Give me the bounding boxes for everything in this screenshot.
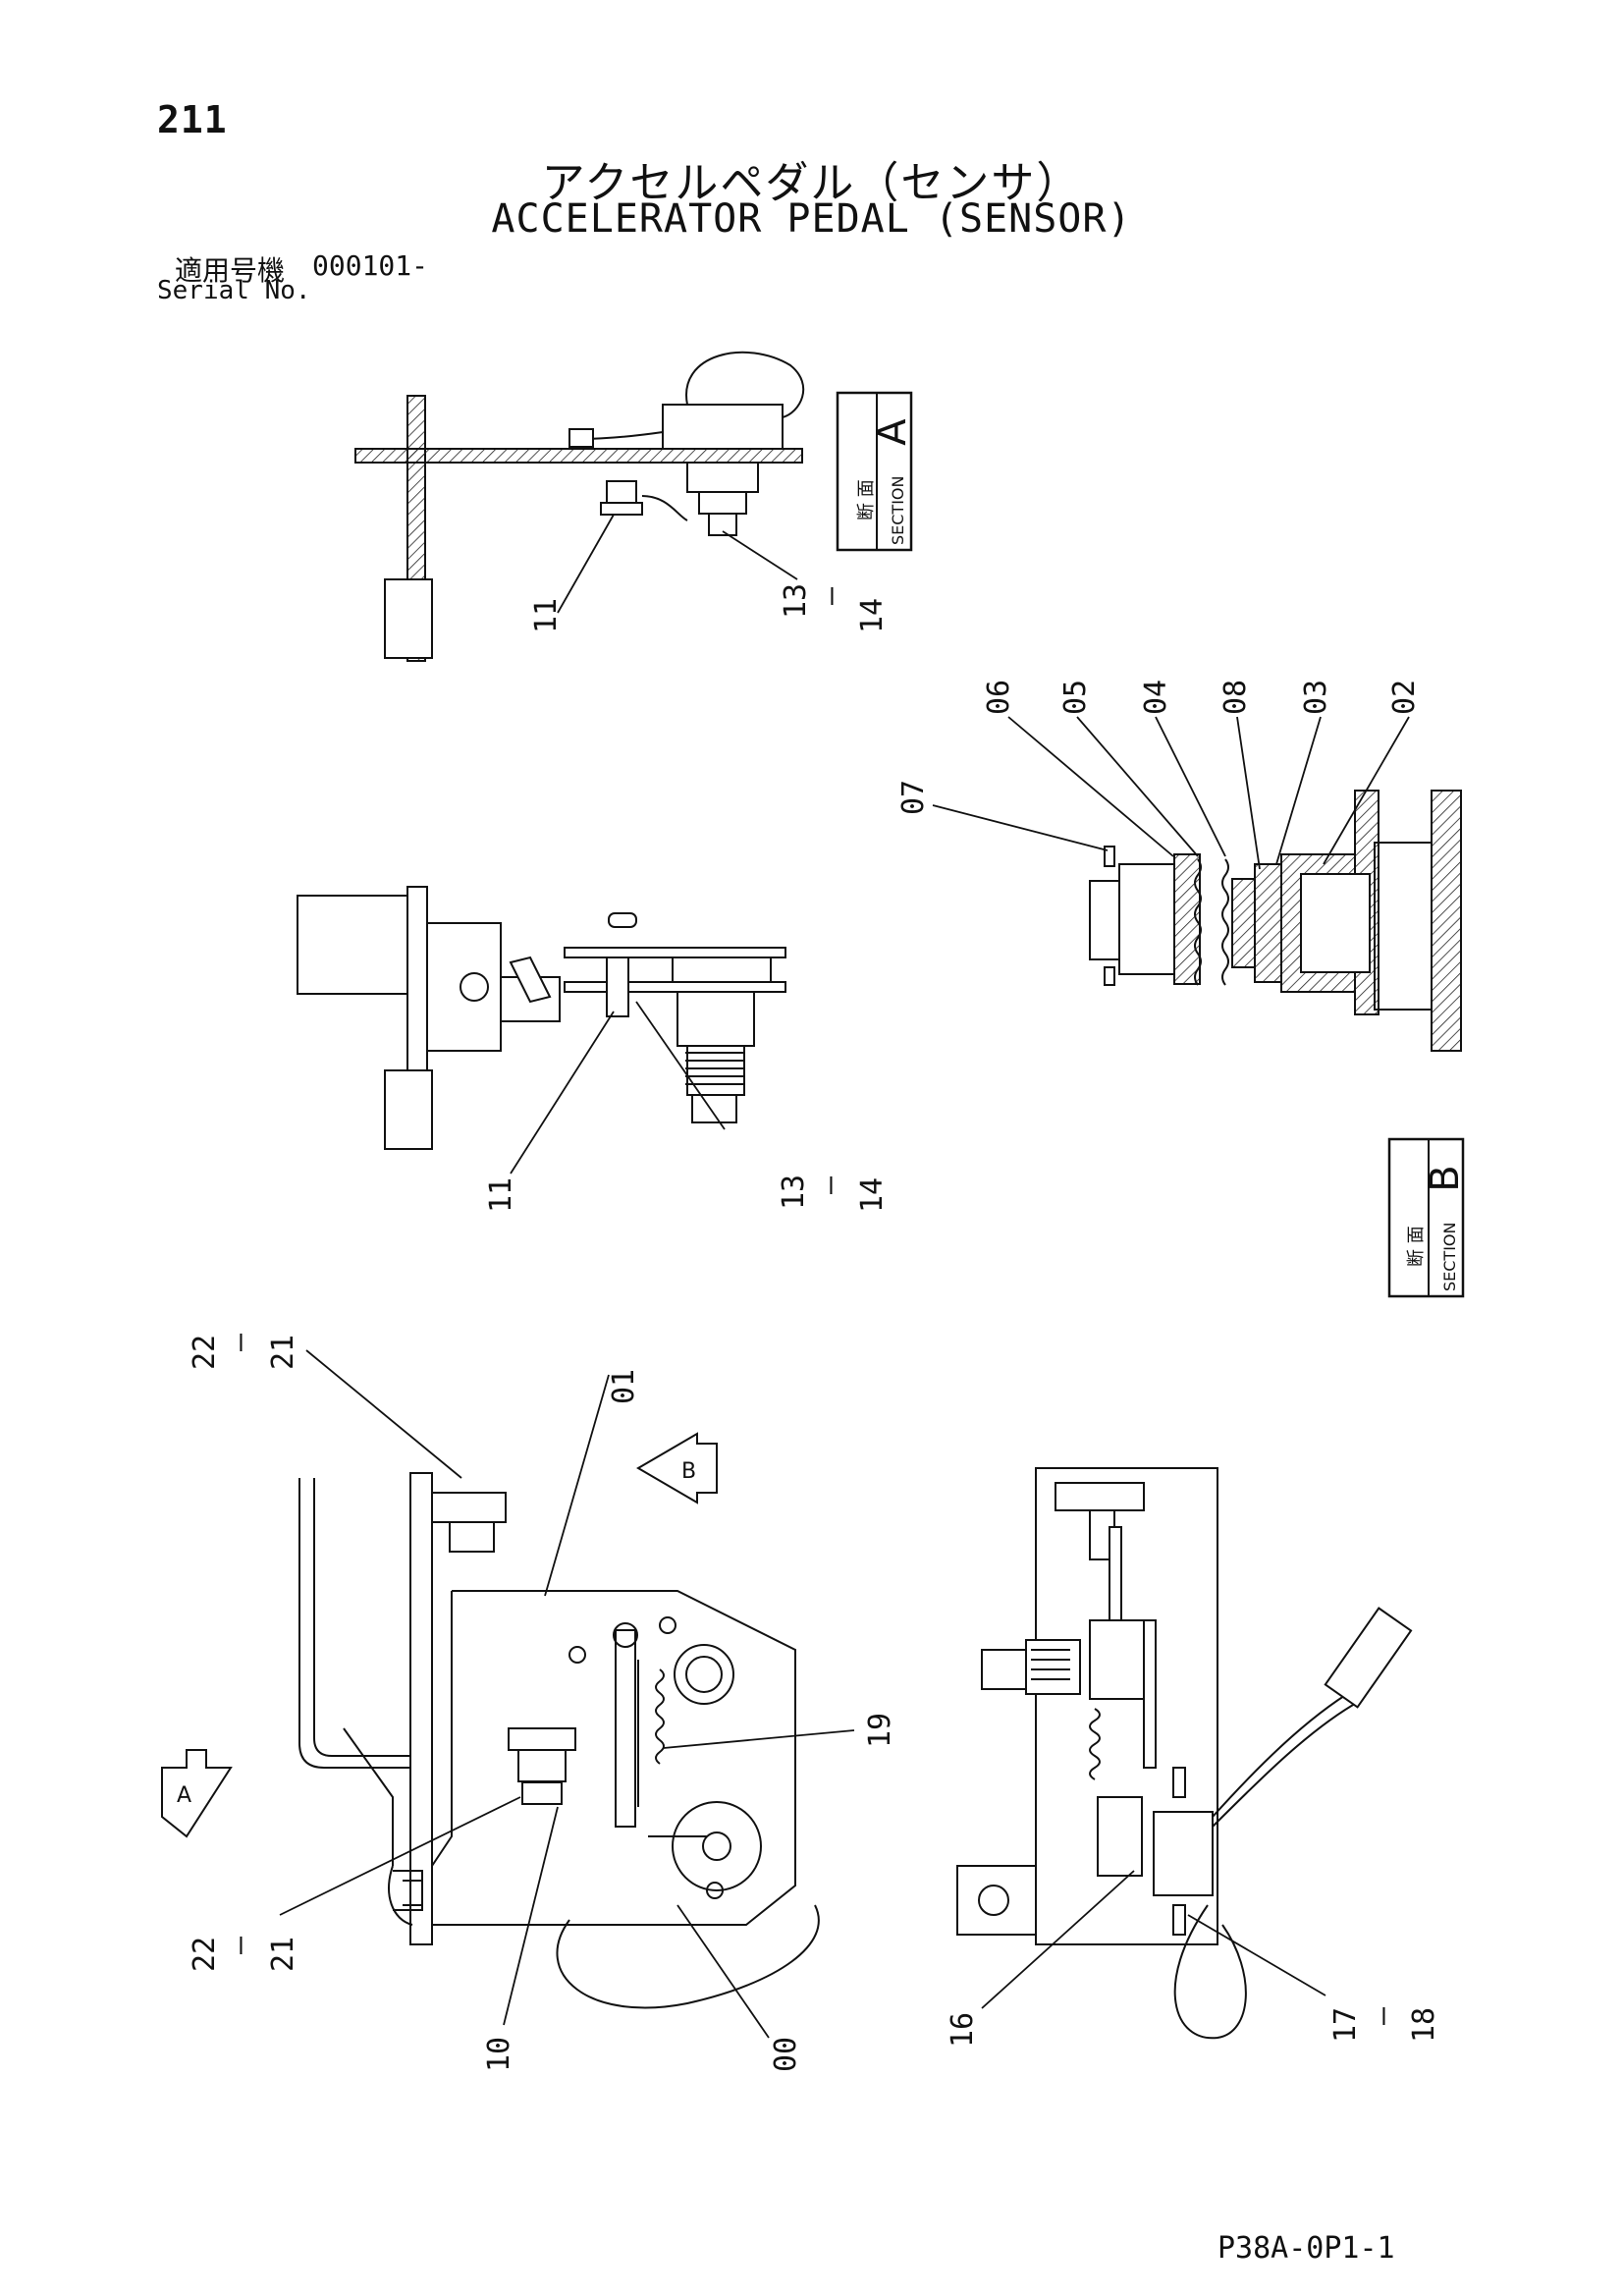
bottom-right-view (956, 1467, 1413, 2040)
callout-11-mid: 11 (484, 1177, 518, 1213)
callout-dash-br: — (1366, 2006, 1400, 2025)
section-a-view (354, 351, 805, 662)
section-b-label-box: B 断 面 SECTION (1387, 1137, 1468, 1298)
section-b-label: SECTION (1440, 1223, 1459, 1292)
callout-19: 19 (863, 1713, 897, 1748)
callout-21-upper: 21 (266, 1335, 300, 1370)
callout-22-upper: 22 (188, 1335, 222, 1370)
section-b-letter: B (1423, 1165, 1468, 1191)
callout-16: 16 (946, 2012, 980, 2048)
view-arrow-a: A (161, 1749, 233, 1838)
callout-02: 02 (1387, 680, 1422, 715)
callout-18: 18 (1407, 2007, 1441, 2043)
callout-07: 07 (896, 780, 931, 815)
callout-04: 04 (1139, 680, 1173, 715)
callout-11-top: 11 (529, 598, 564, 633)
callout-00: 00 (769, 2037, 803, 2072)
callout-dash-lower: — (223, 1936, 257, 1954)
callout-dash-top: — (814, 586, 848, 605)
callout-21-lower: 21 (266, 1937, 300, 1972)
callout-17: 17 (1328, 2007, 1363, 2043)
page-title: ACCELERATOR PEDAL (SENSOR) (491, 196, 1132, 242)
serial-label: Serial No. (157, 276, 311, 305)
callout-dash-mid: — (813, 1175, 847, 1194)
section-a-label-jp: 断 面 (856, 479, 877, 520)
drawing-code: P38A-0P1-1 (1217, 2231, 1395, 2266)
page-title-japanese: アクセルペダル（センサ） (541, 158, 1082, 208)
section-a-label-box: A 断 面 SECTION (836, 391, 915, 552)
callout-14-top: 14 (855, 598, 890, 633)
callout-06: 06 (982, 680, 1016, 715)
section-a-letter: A (870, 418, 915, 446)
section-b-label-jp: 断 面 (1406, 1226, 1427, 1267)
callout-14-mid: 14 (855, 1177, 890, 1213)
callout-03: 03 (1299, 680, 1333, 715)
bottom-left-view (298, 1472, 820, 2009)
view-arrow-a-letter: A (177, 1783, 191, 1808)
callout-13-mid: 13 (777, 1175, 811, 1210)
callout-08: 08 (1218, 680, 1253, 715)
view-arrow-b: B (636, 1432, 718, 1504)
callout-10: 10 (482, 2037, 516, 2072)
view-arrow-b-letter: B (681, 1459, 696, 1484)
callout-13-top: 13 (779, 583, 813, 619)
page-number: 211 (157, 98, 228, 141)
callout-01: 01 (607, 1369, 641, 1404)
callout-05: 05 (1058, 680, 1093, 715)
section-b-view (1089, 790, 1462, 1052)
serial-label-japanese: 適用号機 (175, 254, 286, 287)
serial-number-value: 000101- (312, 249, 429, 282)
section-a-label: SECTION (889, 476, 907, 546)
callout-22-lower: 22 (188, 1937, 222, 1972)
callout-dash-upper: — (223, 1333, 257, 1351)
middle-view (297, 886, 786, 1150)
